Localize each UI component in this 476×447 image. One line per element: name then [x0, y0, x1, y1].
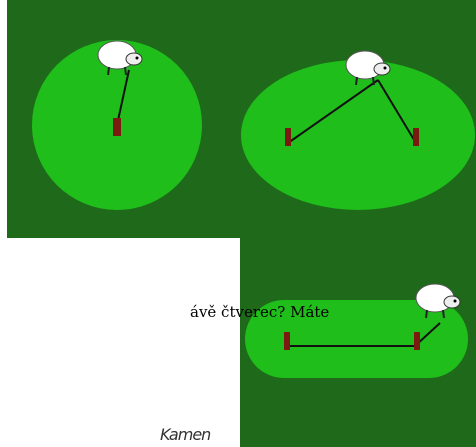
- rope: [116, 69, 130, 126]
- body-text-line: ávě čtverec? Máte: [190, 303, 330, 321]
- ellipse-pasture-illustration: [241, 50, 475, 210]
- sheep-icon: [415, 283, 461, 319]
- post: [413, 128, 419, 146]
- circle-pasture-illustration: [32, 40, 202, 210]
- sheep-icon: [97, 40, 143, 76]
- ellipse-pasture-panel: [240, 0, 476, 238]
- stadium-pasture-panel: [240, 238, 476, 447]
- sheep-icon: [345, 50, 391, 86]
- stadium-pasture-illustration: [245, 283, 468, 378]
- grazing-area: [245, 300, 468, 378]
- post: [113, 118, 121, 136]
- post: [414, 332, 420, 350]
- post: [285, 128, 291, 146]
- post: [284, 332, 290, 350]
- handwritten-note: Kamen: [160, 425, 211, 444]
- rope: [287, 79, 379, 144]
- grazing-area: [241, 60, 475, 210]
- rope: [377, 79, 417, 144]
- circle-pasture-panel: [7, 0, 241, 238]
